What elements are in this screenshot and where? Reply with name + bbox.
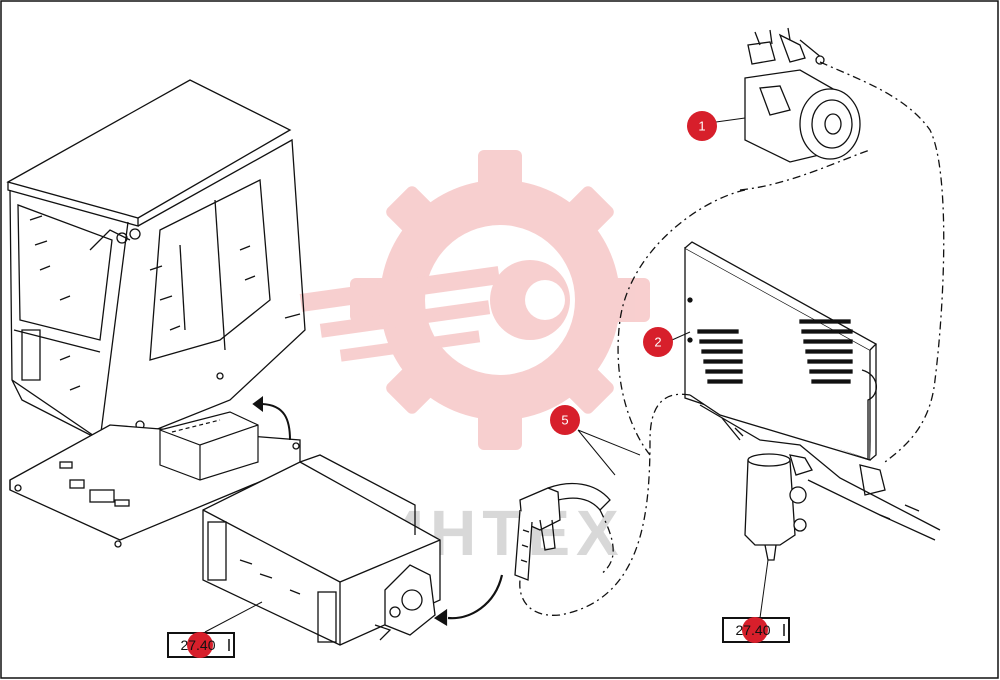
install-arrow-up: [252, 396, 291, 441]
callout-1-label: 1: [698, 119, 705, 134]
callout-2[interactable]: 2: [643, 327, 673, 357]
leader-5: [577, 429, 641, 476]
hvac-unit: [202, 454, 441, 646]
refrigerant-lines: [519, 61, 945, 616]
ref-left-label: 27.40: [180, 637, 215, 653]
callout-5-label: 5: [561, 413, 568, 428]
operator-cab: [6, 79, 306, 442]
leader-1: [715, 117, 746, 123]
leader-ref-left: [204, 601, 263, 633]
watermark-logo: [299, 150, 650, 450]
callout-5[interactable]: 5: [550, 405, 580, 435]
condenser: [684, 241, 886, 496]
compressor: [744, 27, 861, 163]
ref-right-label: 27.40: [735, 622, 770, 638]
leader-2: [671, 331, 691, 341]
callout-1[interactable]: 1: [687, 111, 717, 141]
hose-fitting: [514, 482, 611, 581]
base-unit-box: [159, 411, 259, 481]
leader-ref-right: [759, 559, 769, 619]
ref-box-right[interactable]: 27.40: [722, 617, 790, 643]
receiver-dryer: [699, 404, 941, 561]
callout-2-label: 2: [654, 335, 661, 350]
ref-box-left[interactable]: 27.40: [167, 632, 235, 658]
install-arrow-side: [433, 574, 504, 626]
